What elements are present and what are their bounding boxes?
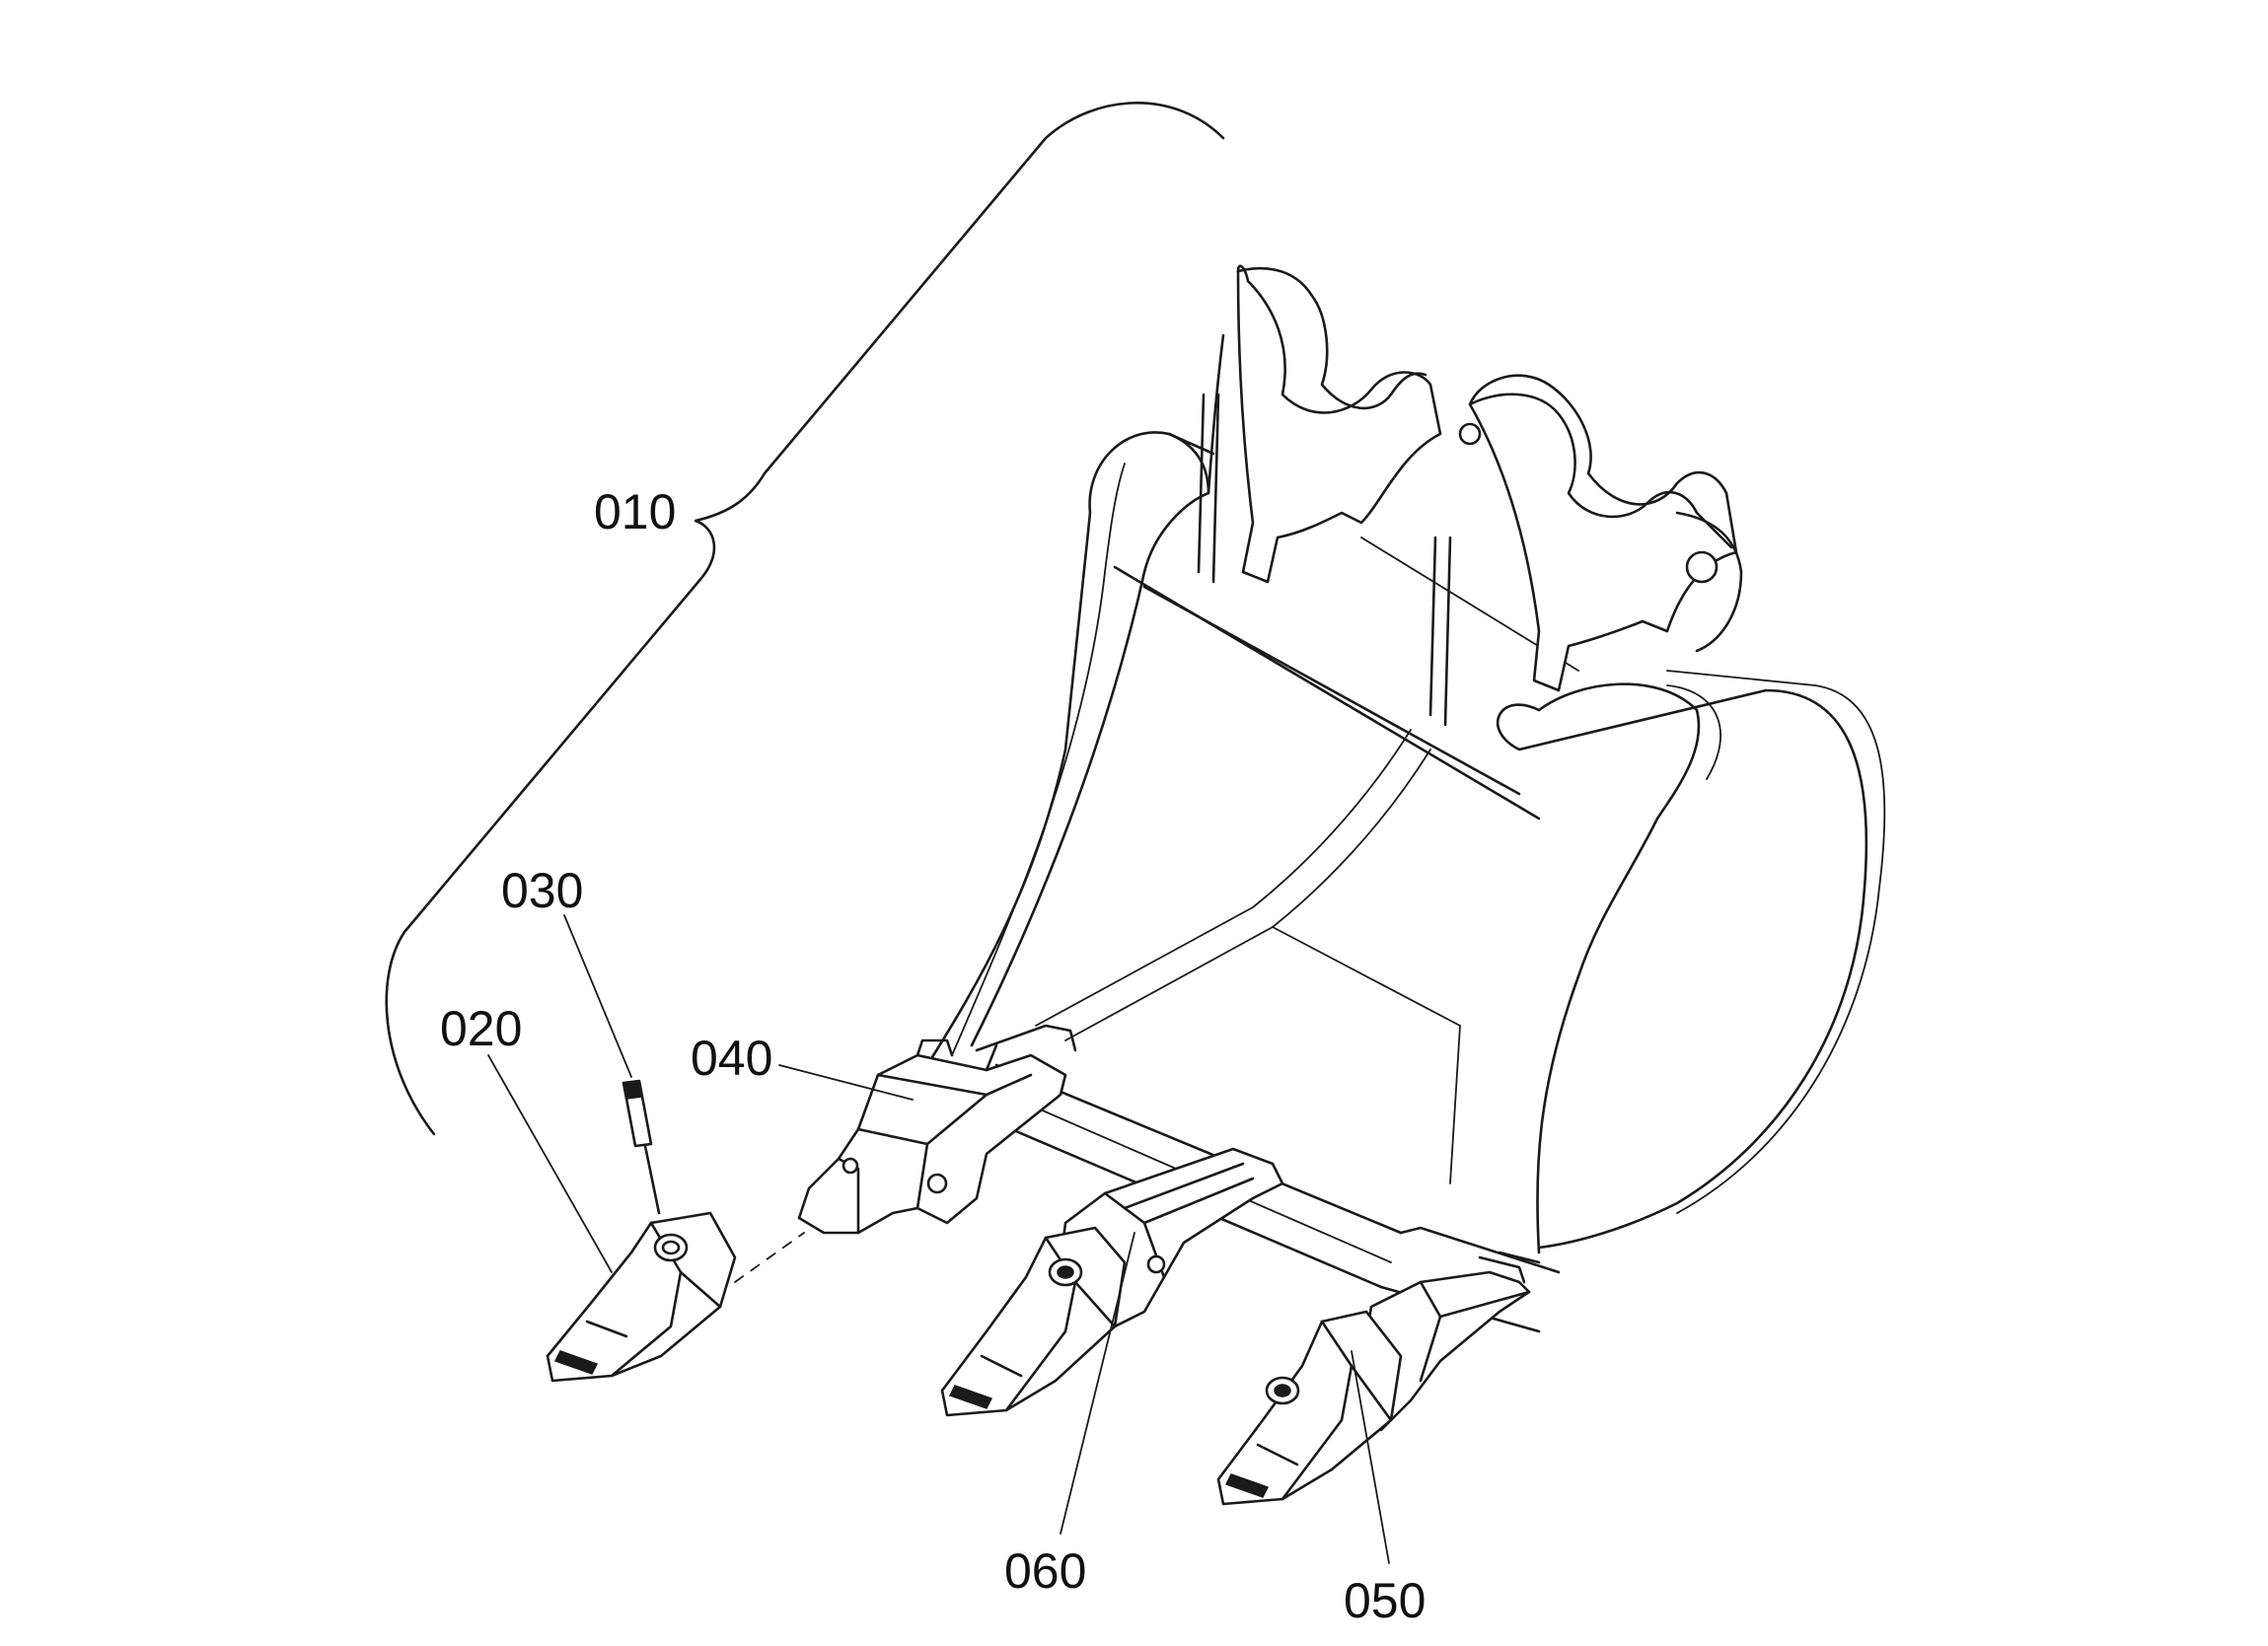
leader-030 — [563, 914, 632, 1078]
callout-050: 050 — [1344, 1573, 1426, 1628]
callout-030: 030 — [501, 863, 583, 918]
callout-040: 040 — [691, 1031, 772, 1086]
mounting-lug-right — [1468, 374, 1738, 692]
callout-020: 020 — [440, 1001, 522, 1056]
leader-050 — [1351, 1350, 1390, 1564]
detached-tooth — [546, 1211, 737, 1383]
bucket-shell — [1497, 688, 1868, 1250]
leader-020 — [487, 1054, 613, 1273]
leader-060 — [1060, 1232, 1135, 1535]
side-adapter-left — [797, 1053, 1067, 1235]
leader-040 — [778, 1064, 914, 1101]
callout-060: 060 — [1004, 1543, 1086, 1599]
cutting-edge — [994, 1063, 1403, 1235]
callout-010: 010 — [594, 484, 676, 539]
mounting-lug-left — [1236, 264, 1442, 584]
left-side-plate — [925, 431, 1171, 1067]
assembly-bracket — [385, 102, 1225, 1136]
